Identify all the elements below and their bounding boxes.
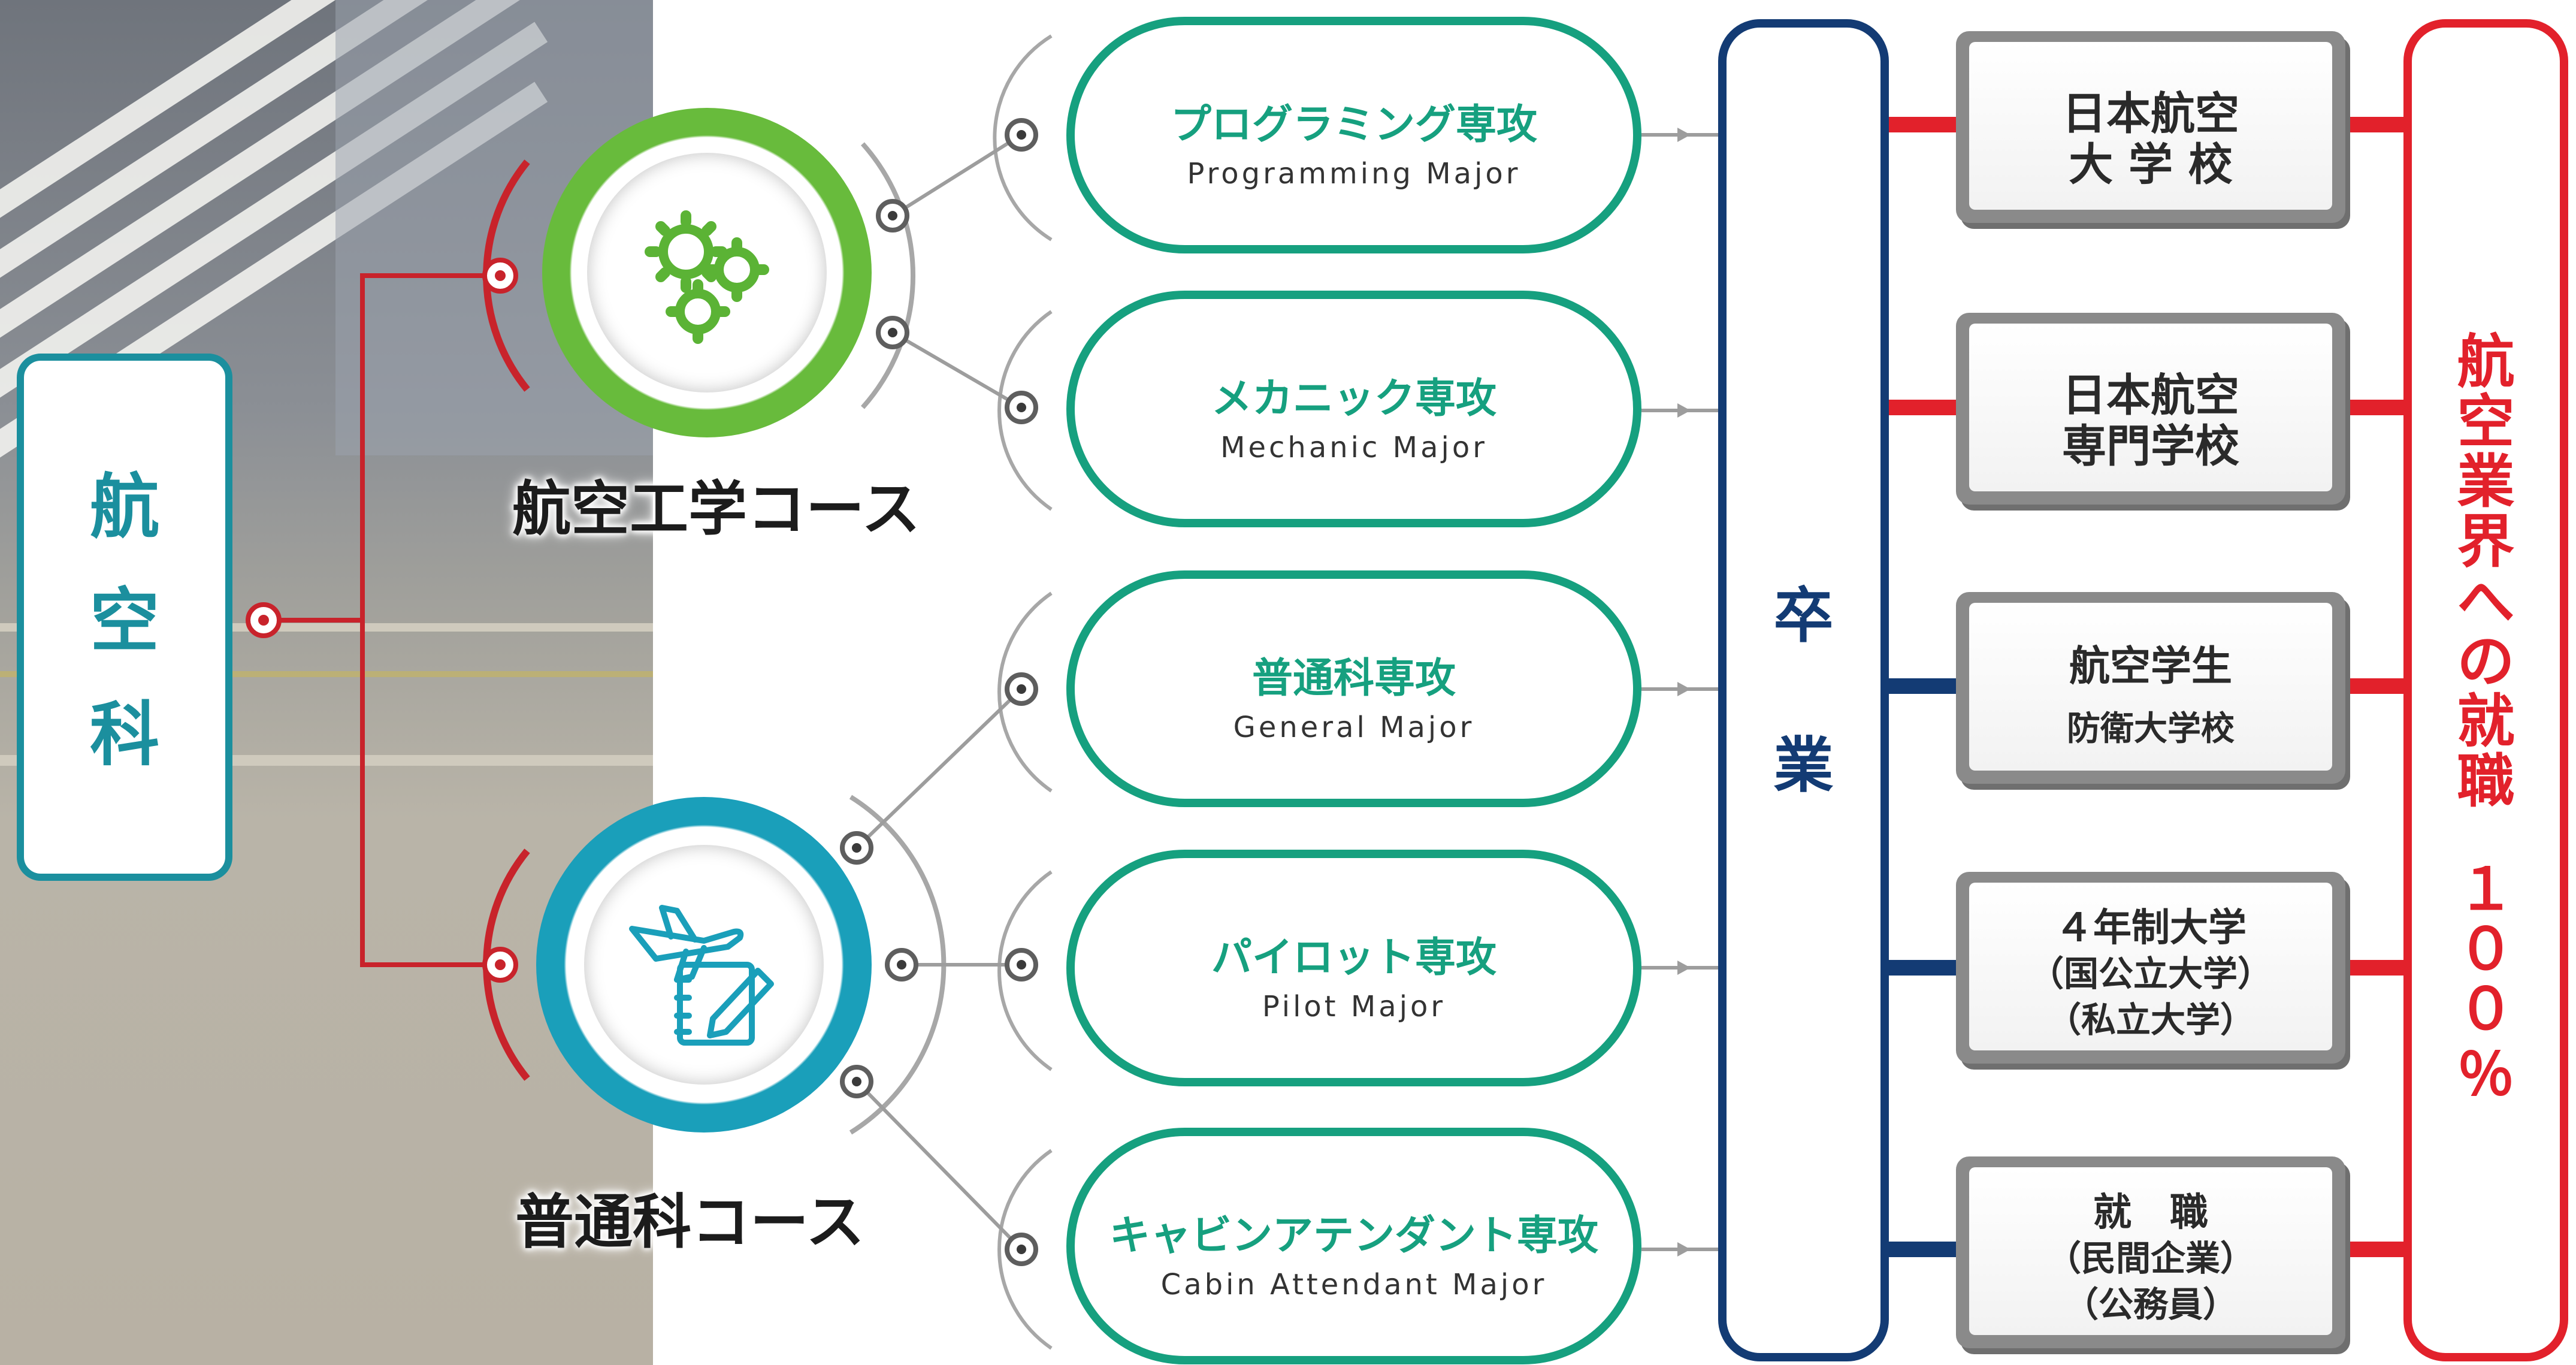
- destination-four-year-university: ４年制大学 （国公立大学） （私立大学）: [1956, 872, 2345, 1064]
- destination-line: 航空学生: [2069, 643, 2232, 690]
- major-name-en: Programming Major: [1187, 157, 1521, 191]
- course-label-aero-engineering: 航空工学コース: [512, 475, 921, 543]
- graduation-char: 業: [1773, 730, 1834, 801]
- destination-line: （民間企業）: [2046, 1238, 2255, 1279]
- destination-aviation-cadet-defense-academy: 航空学生 防衛大学校: [1956, 592, 2345, 784]
- destination-line: 防衛大学校: [2067, 709, 2235, 748]
- major-name-en: Cabin Attendant Major: [1160, 1268, 1547, 1301]
- course-label-general: 普通科コース: [515, 1188, 865, 1257]
- employment-char: へ: [2457, 568, 2515, 635]
- employment-char: ０: [2457, 976, 2515, 1043]
- major-name-jp: パイロット専攻: [1211, 934, 1496, 982]
- department-char: 科: [90, 694, 159, 775]
- department-char: 空: [90, 581, 159, 662]
- destination-line: 就 職: [2093, 1191, 2208, 1235]
- destination-japan-aviation-college: 日本航空 専門学校: [1956, 313, 2345, 505]
- graduation-char: 卒: [1773, 581, 1834, 651]
- major-pill-cabin-attendant: キャビンアテンダント専攻 Cabin Attendant Major: [1066, 1128, 1641, 1364]
- employment-char: 界: [2457, 508, 2515, 575]
- aero-engineering-course-circle: [542, 108, 872, 437]
- employment-char: 職: [2457, 748, 2515, 815]
- destination-line: （公務員）: [2063, 1284, 2238, 1325]
- destination-line: （国公立大学）: [2028, 953, 2272, 994]
- major-pill-general: 普通科専攻 General Major: [1066, 570, 1641, 807]
- destination-line: 日本航空: [2062, 370, 2239, 421]
- major-pill-programming: プログラミング専攻 Programming Major: [1066, 17, 1641, 253]
- employment-char: ％: [2457, 1041, 2515, 1109]
- graduation-box: 卒 業: [1718, 19, 1889, 1361]
- destination-line: 日本航空: [2062, 88, 2239, 140]
- major-name-en: Mechanic Major: [1220, 431, 1487, 464]
- major-pill-mechanic: メカニック専攻 Mechanic Major: [1066, 291, 1641, 527]
- node-dots-red: [246, 258, 518, 983]
- major-name-jp: 普通科専攻: [1251, 655, 1456, 702]
- employment-char: 航: [2457, 328, 2515, 395]
- employment-char: ０: [2457, 916, 2515, 983]
- destination-line: ４年制大学: [2055, 906, 2247, 950]
- department-box: 航 空 科: [17, 354, 232, 881]
- major-pill-pilot: パイロット専攻 Pilot Major: [1066, 850, 1641, 1086]
- employment-char: 就: [2457, 688, 2515, 755]
- major-name-jp: キャビンアテンダント専攻: [1109, 1212, 1598, 1260]
- employment-char: の: [2457, 628, 2515, 695]
- destination-line: 大 学 校: [2069, 139, 2233, 191]
- gears-icon: [645, 210, 769, 344]
- major-name-en: General Major: [1233, 711, 1475, 744]
- department-char: 航: [90, 467, 159, 548]
- general-course-circle: [536, 797, 872, 1133]
- employment-char: １: [2457, 856, 2515, 923]
- employment-char: 業: [2457, 448, 2515, 515]
- destination-line: （私立大学）: [2046, 999, 2255, 1040]
- major-name-jp: メカニック専攻: [1211, 375, 1496, 422]
- aviation-industry-employment-box: 航 空 業 界 へ の 就 職 １ ０ ０ ％: [2403, 19, 2568, 1361]
- major-name-en: Pilot Major: [1262, 990, 1446, 1023]
- destination-employment: 就 職 （民間企業） （公務員）: [1956, 1156, 2345, 1348]
- destination-japan-aviation-academy: 日本航空 大 学 校: [1956, 31, 2345, 223]
- major-name-jp: プログラミング専攻: [1170, 101, 1537, 149]
- employment-char: 空: [2457, 388, 2515, 455]
- airplane-notebook-icon: [629, 905, 774, 1046]
- destination-line: 専門学校: [2062, 421, 2239, 472]
